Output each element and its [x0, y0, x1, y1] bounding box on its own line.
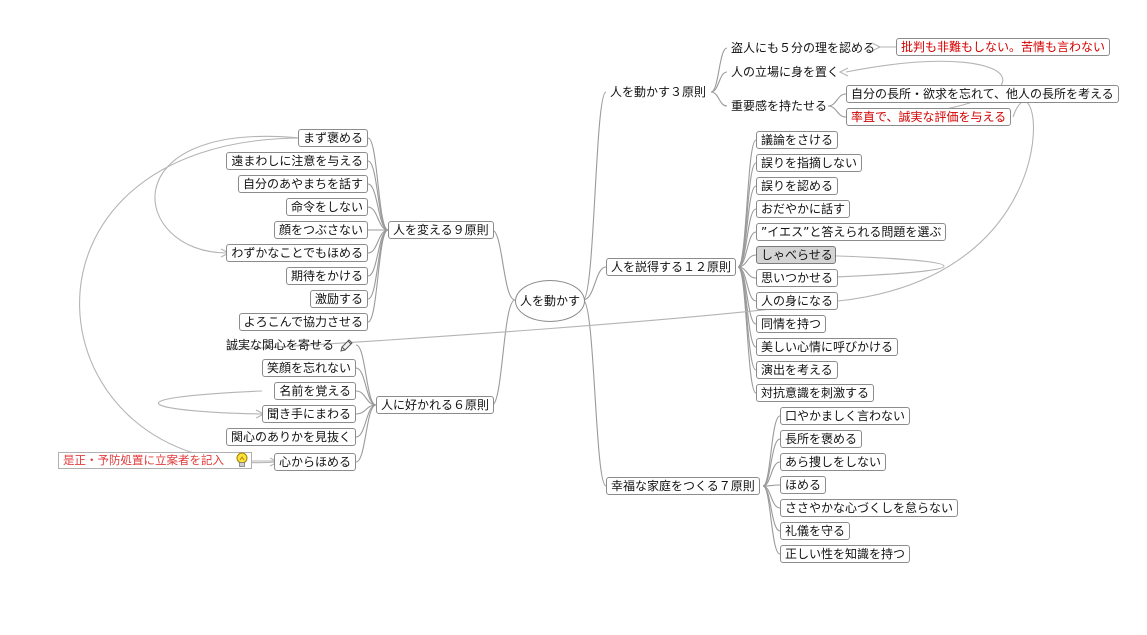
six-item-5[interactable]: 関心のありかを見抜く	[225, 428, 356, 446]
twelve-item-5[interactable]: ”イエス”と答えられる問題を選ぶ	[756, 223, 947, 241]
nine-item-1[interactable]: まず褒める	[297, 129, 368, 147]
three-item-1[interactable]: 盗人にも５分の理を認める	[731, 41, 876, 55]
three-item-2[interactable]: 人の立場に身を置く	[731, 65, 840, 79]
note-assign-planner[interactable]: 是正・予防処置に立案者を記入	[58, 452, 252, 469]
nine-item-3[interactable]: 自分のあやまちを話す	[237, 175, 368, 193]
seven-item-4[interactable]: ほめる	[780, 476, 827, 494]
three-subitem-strengths[interactable]: 自分の長所・欲求を忘れて、他人の長所を考える	[846, 85, 1119, 103]
twelve-item-10[interactable]: 美しい心情に呼びかける	[756, 338, 899, 356]
branch-six-principles[interactable]: 人に好かれる６原則	[376, 396, 495, 414]
twelve-item-6-selected[interactable]: しゃべらせる	[756, 246, 836, 264]
nine-item-6[interactable]: わずかなことでもほめる	[226, 244, 368, 262]
seven-item-2[interactable]: 長所を褒める	[780, 430, 863, 448]
seven-item-5[interactable]: ささやかな心づくしを怠らない	[780, 499, 959, 517]
twelve-item-2[interactable]: 誤りを指摘しない	[756, 154, 863, 172]
six-item-1[interactable]: 誠実な関心を寄せる	[226, 338, 335, 352]
twelve-item-1[interactable]: 議論をさける	[756, 131, 839, 149]
twelve-item-4[interactable]: おだやかに話す	[756, 200, 851, 218]
central-topic-label: 人を動かす	[519, 294, 580, 308]
seven-item-6[interactable]: 礼儀を守る	[780, 522, 851, 540]
three-subitem-honest-praise[interactable]: 率直で、誠実な評価を与える	[846, 108, 1012, 126]
branch-twelve-principles[interactable]: 人を説得する１２原則	[606, 258, 737, 276]
central-topic[interactable]: 人を動かす	[515, 280, 585, 322]
six-item-3[interactable]: 名前を覚える	[274, 382, 356, 400]
six-item-4[interactable]: 聞き手にまわる	[261, 405, 356, 423]
note-no-criticism[interactable]: 批判も非難もしない。苦情も言わない	[896, 38, 1111, 56]
branch-nine-principles[interactable]: 人を変える９原則	[388, 221, 494, 239]
twelve-item-3[interactable]: 誤りを認める	[756, 177, 839, 195]
nine-item-9[interactable]: よろこんで協力させる	[238, 313, 368, 331]
seven-item-7[interactable]: 正しい性を知識を持つ	[780, 545, 911, 563]
twelve-item-12[interactable]: 対抗意識を刺激する	[756, 384, 875, 402]
twelve-item-11[interactable]: 演出を考える	[756, 361, 838, 379]
twelve-item-8[interactable]: 人の身になる	[756, 292, 839, 310]
light-bulb-icon	[236, 452, 248, 467]
nine-item-5[interactable]: 顔をつぶさない	[273, 221, 368, 239]
seven-item-3[interactable]: あら捜しをしない	[780, 453, 887, 471]
three-item-3[interactable]: 重要感を持たせる	[731, 99, 828, 113]
nine-item-2[interactable]: 遠まわしに注意を与える	[226, 152, 368, 170]
nine-item-7[interactable]: 期待をかける	[285, 267, 368, 285]
branch-seven-principles[interactable]: 幸福な家庭をつくる７原則	[606, 477, 760, 495]
six-item-2[interactable]: 笑顔を忘れない	[261, 359, 356, 377]
pencil-icon	[340, 339, 353, 352]
six-item-6[interactable]: 心からほめる	[273, 453, 356, 471]
nine-item-8[interactable]: 激励する	[309, 290, 368, 308]
twelve-item-7[interactable]: 思いつかせる	[756, 269, 839, 287]
twelve-item-9[interactable]: 同情を持つ	[756, 315, 827, 333]
seven-item-1[interactable]: 口やかましく言わない	[780, 407, 911, 425]
nine-item-4[interactable]: 命令をしない	[285, 198, 368, 216]
branch-three-principles[interactable]: 人を動かす３原則	[610, 85, 707, 99]
